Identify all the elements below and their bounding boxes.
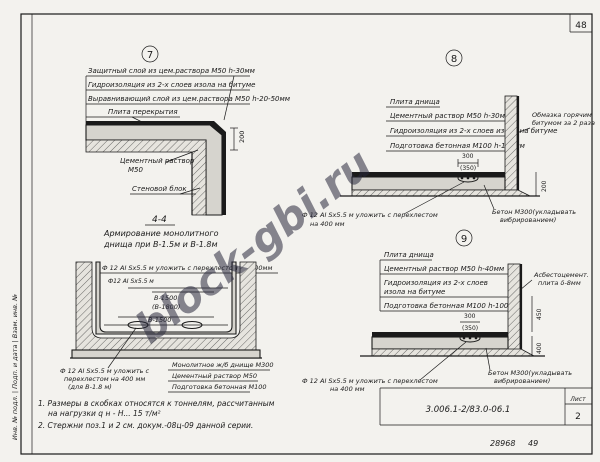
s44-prep — [71, 349, 261, 359]
d9-dim-450: 450 — [536, 308, 543, 320]
doc-code: 3.006.1-2/83.0-06.1 — [426, 405, 511, 415]
s44-prep-label: Подготовка бетонная М100 — [172, 383, 267, 391]
d9-layer1: Цементный раствор М50 h-40мм — [384, 265, 505, 273]
list-label: Лист — [569, 396, 586, 403]
d9-concrete-1: Бетон М300(укладывать — [488, 369, 572, 377]
s44-sub-1: Армирование монолитного — [103, 229, 219, 238]
s44-b-dim2: В-1500 — [148, 316, 171, 324]
s44-mono-slab — [95, 261, 237, 335]
notes: 1. Размеры в скобках относятся к тоннеля… — [38, 399, 275, 430]
d9-concrete-slab — [371, 336, 509, 350]
d8-wall — [504, 95, 518, 191]
d9-rebar — [459, 333, 481, 343]
d8-dim-200: 200 — [541, 180, 548, 192]
d8-coat-2: битумом за 2 раза — [532, 119, 595, 127]
d7-layer4: Плита перекрытия — [108, 108, 178, 116]
note-2: 2. Стержни поз.1 и 2 см. докум.-08ц-09 д… — [38, 421, 253, 430]
outer-frame — [20, 13, 593, 455]
d9-insulation — [372, 332, 508, 337]
d9-dim-400: 400 — [536, 342, 543, 354]
d9-slab: Плита днища — [384, 251, 434, 259]
s44-rebar — [104, 287, 228, 329]
d8-layer2: Гидроизоляция из 2-х слоев изола на биту… — [390, 127, 557, 135]
page-number: 48 — [575, 21, 587, 31]
d8-concrete-2: вибрированием) — [500, 216, 556, 224]
d7-mortar-2: М50 — [128, 166, 143, 174]
detail-8: 8 Плита днища Цементный раствор М50 h-30… — [302, 49, 595, 228]
d9-layer3: Подготовка бетонная М100 h-100мм — [384, 302, 520, 310]
s44-rebar-top: Ф 12 АI Sх5.5 м уложить с перехлестом на… — [102, 264, 272, 272]
d7-dim-200: 200 — [238, 131, 246, 143]
s44-b-1800: (В-1800) — [152, 303, 180, 311]
d8-layer1: Цементный раствор М50 h-30мм — [390, 112, 511, 120]
d9-concrete-2: вибрированием) — [494, 377, 550, 385]
d8-concrete-1: Бетон М300(укладывать — [492, 208, 576, 216]
bottom-code: 28968 — [490, 439, 515, 448]
d8-coat-1: Обмазка горячим — [532, 111, 592, 119]
detail-8-marker — [445, 49, 463, 67]
s44-sub-2: днища при В-1.5м и В-1.8м — [103, 240, 218, 249]
d9-rebar-1: Ф 12 АI Sх5.5 м уложить с перехлестом — [302, 377, 438, 385]
bottom-num: 49 — [528, 439, 538, 448]
title-block: 3.006.1-2/83.0-06.1 Лист 2 28968 49 — [379, 387, 592, 448]
d9-layer2b: изола на битуме — [384, 288, 445, 296]
detail-8-number: 8 — [451, 54, 457, 65]
d9-dim-350: (350) — [462, 325, 478, 332]
note-1b: на нагрузки q н - H... 15 т/м² — [48, 409, 161, 418]
page-number-box: 48 — [569, 14, 592, 33]
d8-rebar-2: на 400 мм — [310, 220, 345, 228]
d8-rebar-1: Ф 12 АI Sх5.5 м уложить с перехлестом — [302, 211, 438, 219]
s44-mortar: Цементный раствор М50 — [172, 372, 257, 380]
section-4-4: 4-4 Армирование монолитного днища при В-… — [60, 215, 278, 393]
side-stamp: Инв. № подл. | Подп. и дата | Взам. инв.… — [11, 294, 19, 440]
s44-title: 4-4 — [152, 215, 167, 225]
d7-layer1: Защитный слой из цем.раствора М50 h-30мм — [88, 67, 256, 75]
d8-layer3: Подготовка бетонная М100 h-100мм — [390, 142, 526, 150]
d8-insulation — [352, 172, 505, 177]
d8-prep — [351, 189, 531, 197]
d9-asb-1: Асбестоцемент. — [533, 271, 589, 279]
d9-wall — [507, 263, 521, 357]
d7-block-label: Стеновой блок — [132, 185, 187, 193]
s44-b-1500: В-1500 — [154, 294, 177, 302]
d7-layer2: Гидроизоляция из 2-х слоев изола на биту… — [88, 81, 255, 89]
d9-asb-2: плита δ-8мм — [538, 279, 581, 287]
d8-dim-300: 300 — [462, 153, 474, 160]
d8-slab: Плита днища — [390, 98, 440, 106]
detail-9-number: 9 — [461, 234, 467, 245]
detail-7: 7 Защитный слой из цем.раствора М50 h-30… — [85, 45, 291, 216]
s44-mono: Монолитное ж/б днище М300 — [172, 361, 274, 369]
note-1a: 1. Размеры в скобках относятся к тоннеля… — [38, 399, 275, 408]
d9-rebar-2: на 400 мм — [330, 385, 365, 393]
s44-rebar-bot-1: Ф 12 АI Sх5.5 м уложить с — [60, 367, 150, 375]
d9-dim-300: 300 — [464, 313, 476, 320]
detail-9: 9 Плита днища Цементный раствор М50 h-40… — [302, 229, 589, 393]
d7-mortar-1: Цементный раствор — [120, 157, 195, 165]
s44-rebar-bot-3: (для В-1.8 м) — [68, 383, 112, 391]
d9-layer2a: Гидроизоляция из 2-х слоев — [384, 279, 488, 287]
s44-rebar-bot-2: перехлестом на 400 мм — [64, 375, 145, 383]
s44-trough — [75, 261, 257, 351]
detail-7-number: 7 — [147, 50, 153, 61]
d8-dim-350: (350) — [460, 165, 476, 172]
detail-9-marker — [455, 229, 473, 247]
s44-cols: Ф12 АI Sх5.5 м — [108, 278, 154, 285]
list-number: 2 — [575, 412, 581, 422]
detail-7-marker — [141, 45, 159, 63]
d8-rebar — [457, 173, 479, 183]
d7-layer3: Выравнивающий слой из цем.раствора М50 h… — [88, 95, 291, 103]
